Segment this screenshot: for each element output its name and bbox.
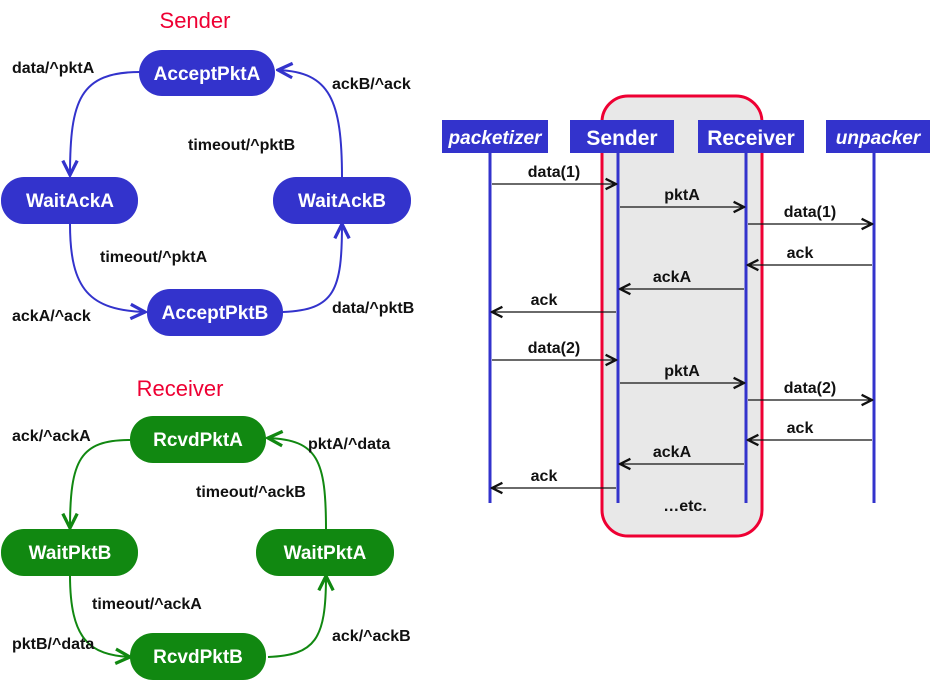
message-label: pktA	[664, 363, 700, 380]
message-label: pktA	[664, 187, 700, 204]
message-label: ack	[787, 420, 814, 437]
sender-fsm-title: Sender	[160, 8, 231, 33]
state-rcvd-pkt-a	[130, 416, 266, 463]
sequence-diagram: packetizer Sender Receiver unpacker data…	[442, 94, 930, 538]
transition-label: data/^pktB	[332, 300, 414, 317]
transition-label: ackA/^ack	[12, 308, 91, 325]
transition-edge	[70, 439, 131, 528]
state-label: WaitAckA	[26, 191, 114, 212]
participant-header-sender	[570, 120, 674, 153]
state-label: RcvdPktB	[153, 647, 243, 668]
transition-label: ackB/^ack	[332, 76, 411, 93]
transition-edge	[282, 224, 342, 313]
message-label: ackA	[653, 269, 692, 286]
message-label: ack	[787, 245, 814, 262]
participant-label: unpacker	[836, 128, 922, 149]
transition-label: ack/^ackA	[12, 428, 91, 445]
transition-edge	[69, 223, 145, 312]
transition-label: timeout/^ackA	[92, 596, 202, 613]
participant-header-receiver	[698, 120, 804, 153]
message-label: data(2)	[528, 340, 580, 357]
participant-headers: packetizer Sender Receiver unpacker	[442, 120, 930, 153]
receiver-fsm-title: Receiver	[137, 376, 224, 401]
state-wait-pkt-b	[1, 529, 138, 576]
transition-label: timeout/^pktA	[100, 249, 208, 266]
message-label: ack	[531, 468, 558, 485]
state-label: RcvdPktA	[153, 430, 243, 451]
transition-edge	[267, 576, 326, 658]
sender-fsm: Sender AcceptPktA WaitAckA WaitAckB Acce…	[1, 8, 414, 336]
transition-label: pktB/^data	[12, 636, 94, 653]
sender-receiver-highlight	[600, 94, 764, 538]
participant-header-packetizer	[442, 120, 548, 153]
transition-edge	[268, 438, 327, 531]
state-rcvd-pkt-b	[130, 633, 266, 680]
participant-label: Receiver	[707, 127, 795, 150]
transition-edge	[69, 574, 130, 657]
state-accept-pkt-a	[139, 50, 275, 96]
transition-label: pktA/^data	[308, 436, 390, 453]
state-label: WaitAckB	[298, 191, 386, 212]
state-wait-ack-a	[1, 177, 138, 224]
state-label: AcceptPktB	[162, 303, 269, 324]
message-label: data(2)	[784, 380, 836, 397]
participant-label: packetizer	[448, 128, 544, 149]
message-label: data(1)	[528, 164, 580, 181]
message-label: ackA	[653, 444, 692, 461]
state-accept-pkt-b	[147, 289, 283, 336]
message-label: data(1)	[784, 204, 836, 221]
lifelines	[488, 153, 876, 503]
transition-label: ack/^ackB	[332, 628, 411, 645]
transition-label: data/^pktA	[12, 60, 95, 77]
state-label: AcceptPktA	[154, 64, 261, 85]
messages: data(1) pktA data(1) ack ackA ack data(2) pktA d…	[492, 164, 872, 488]
sequence-footer: …etc.	[663, 498, 707, 515]
message-label: ack	[531, 292, 558, 309]
state-label: WaitPktB	[29, 543, 112, 564]
state-label: WaitPktA	[284, 543, 367, 564]
state-wait-ack-b	[273, 177, 411, 224]
receiver-fsm: Receiver RcvdPktA WaitPktB WaitPktA Rcvd…	[1, 376, 411, 680]
transition-label: timeout/^pktB	[188, 137, 295, 154]
state-wait-pkt-a	[256, 529, 394, 576]
participant-label: Sender	[586, 127, 657, 150]
transition-edge	[70, 71, 141, 175]
transition-label: timeout/^ackB	[196, 484, 306, 501]
transition-edge	[278, 70, 343, 179]
participant-header-unpacker	[826, 120, 930, 153]
